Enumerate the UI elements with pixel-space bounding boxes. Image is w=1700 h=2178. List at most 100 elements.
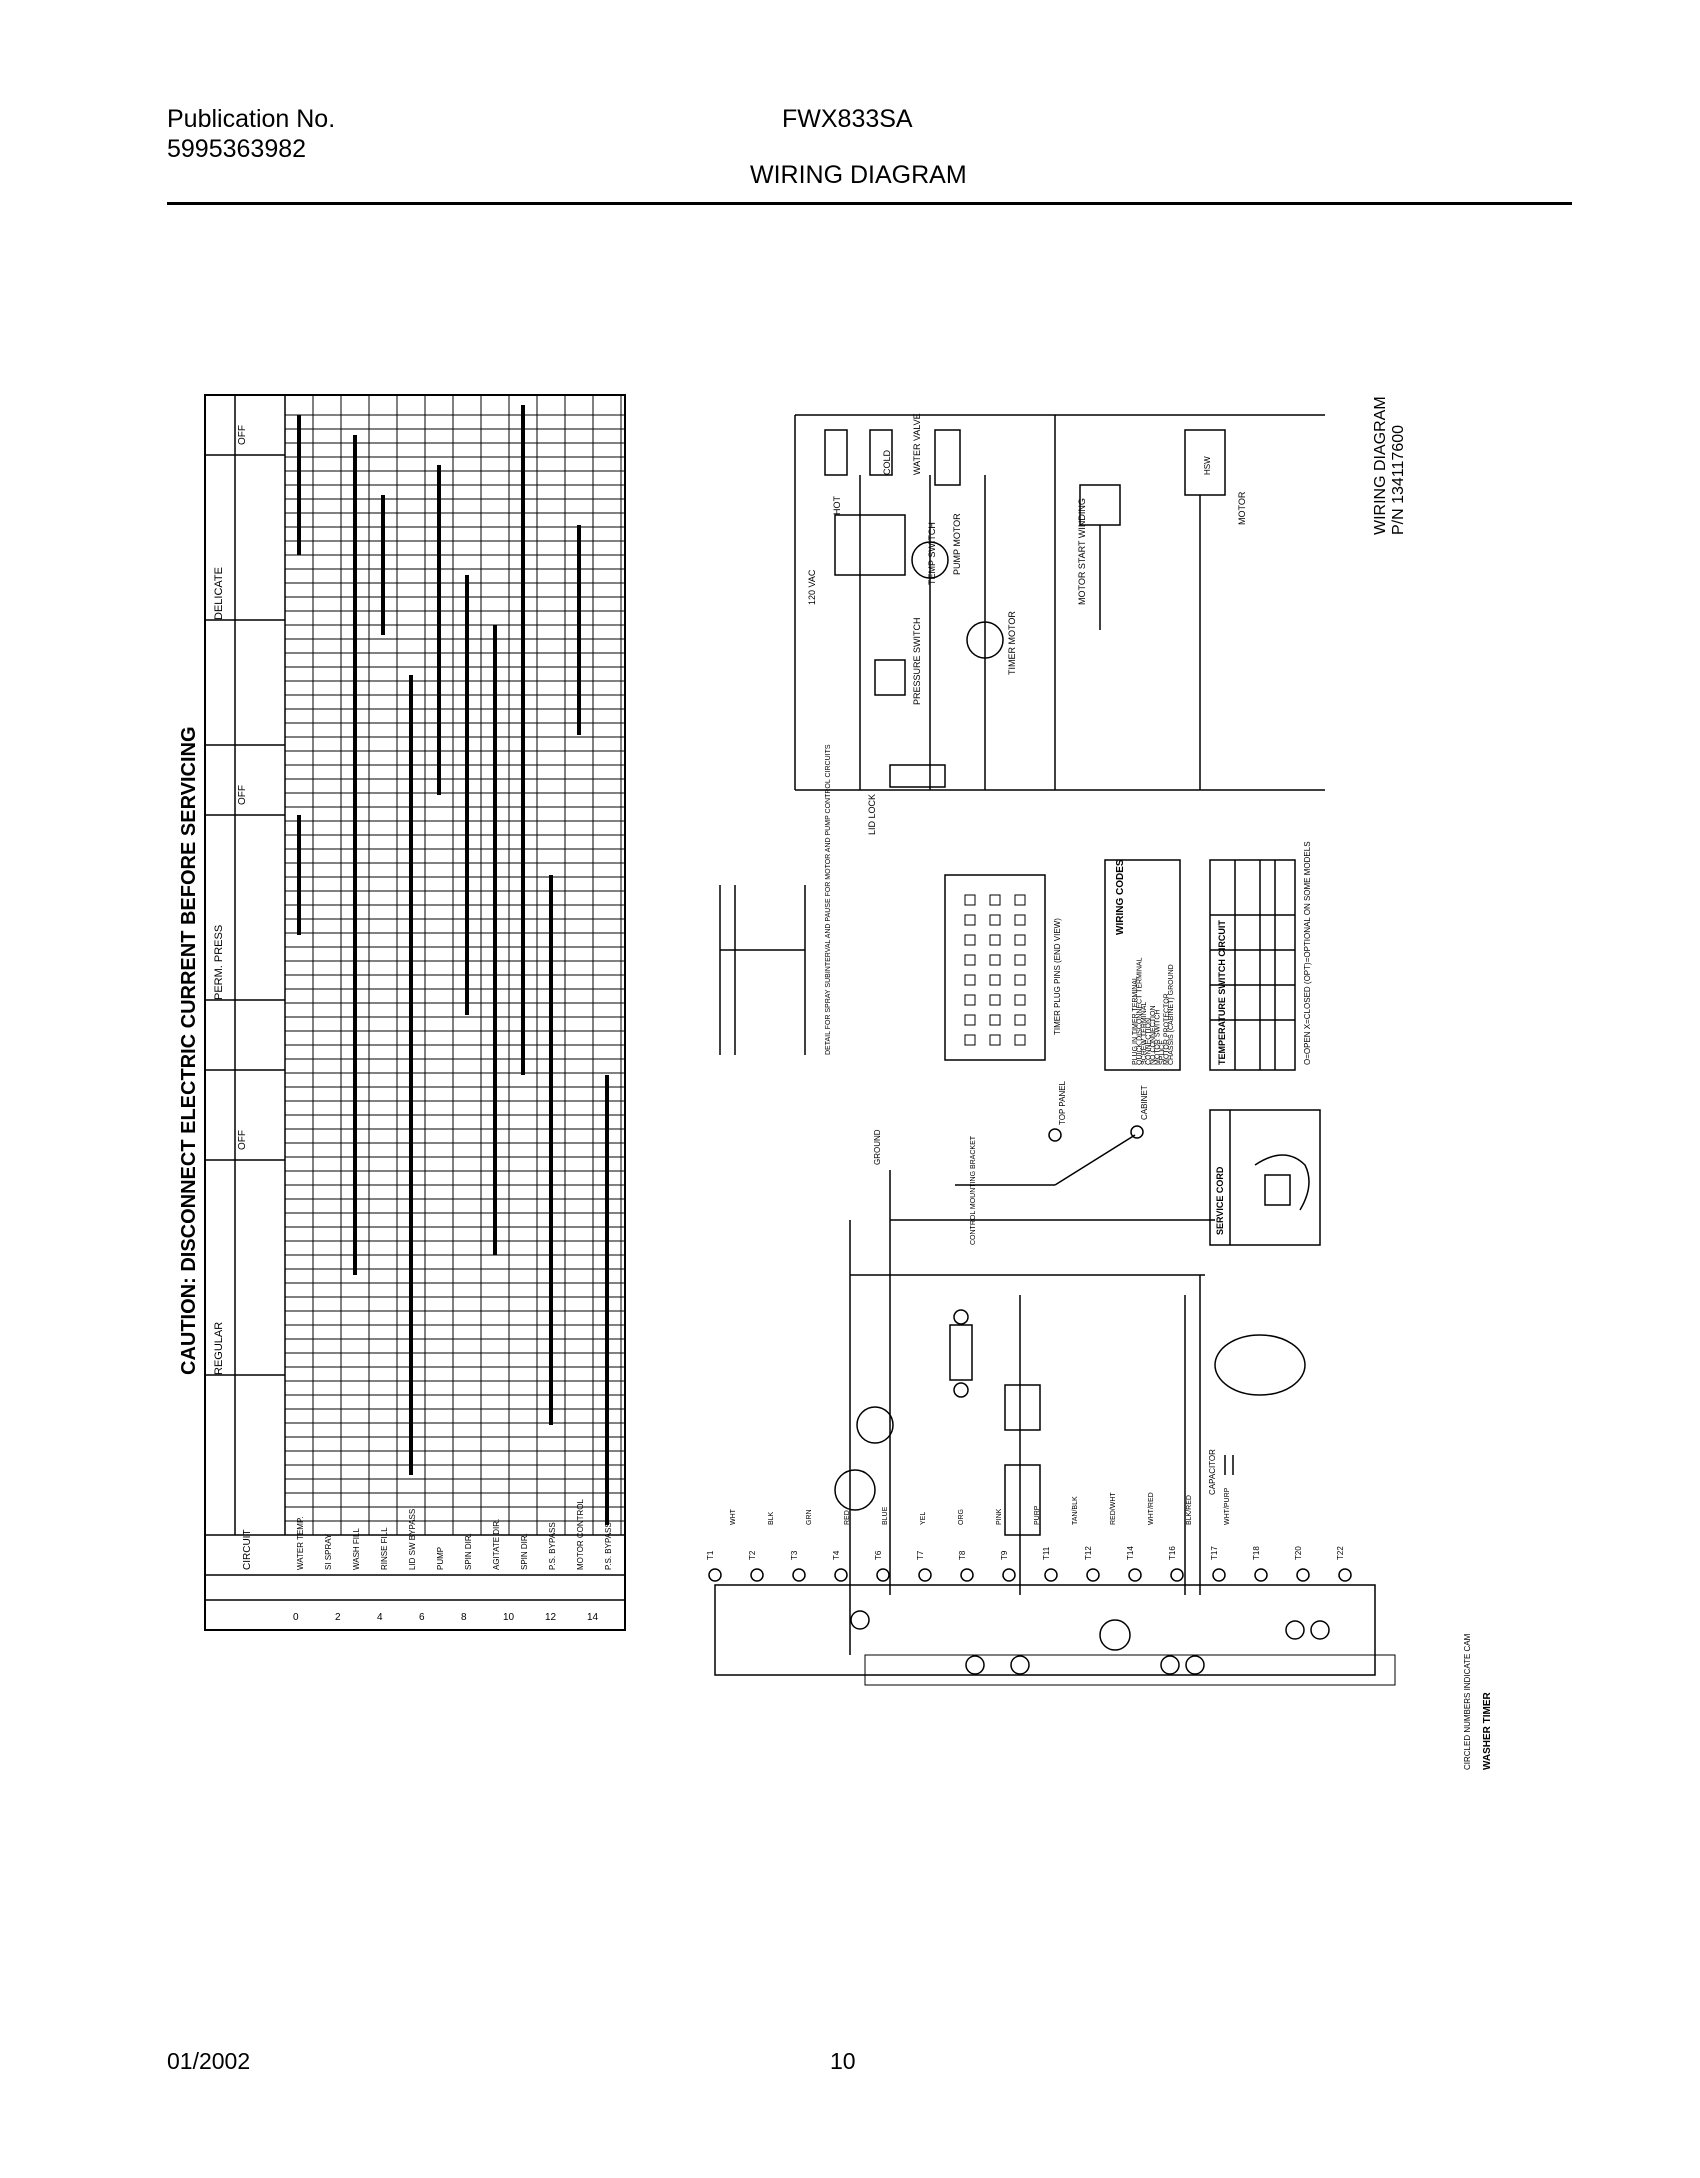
page-title: WIRING DIAGRAM (750, 161, 967, 189)
cold-label: COLD (882, 449, 892, 475)
off-1: OFF (237, 425, 248, 445)
wire-color-label: WHT/RED (1148, 1492, 1155, 1525)
circuit-label: LID SW BYPASS (408, 1509, 417, 1570)
timer-pin (989, 894, 1001, 906)
timer-pin (1014, 1034, 1026, 1046)
timer-terminal (1338, 1568, 1352, 1582)
timing-chart (204, 394, 626, 1631)
terminal-label: T11 (1042, 1546, 1051, 1560)
circuit-header: CIRCUIT (242, 1529, 253, 1570)
circuit-label: SI SPRAY (324, 1533, 333, 1570)
cycle-delicate: DELICATE (213, 567, 225, 620)
cabinet-label: CABINET (1140, 1085, 1149, 1120)
timer-pin (989, 914, 1001, 926)
publication-label: Publication No. (167, 105, 336, 133)
terminal-label: T18 (1252, 1546, 1261, 1560)
header-rule (167, 202, 1572, 205)
wire-color-label: GRN (806, 1509, 813, 1525)
wire-color-label: TAN/BLK (1072, 1496, 1079, 1525)
timer-pin (964, 914, 976, 926)
terminal-label: T2 (748, 1550, 757, 1560)
timer-pin (989, 1014, 1001, 1026)
timer-pin (1014, 894, 1026, 906)
pictorial-schematic (708, 1125, 1396, 1686)
wire-color-label: RED/WHT (1110, 1492, 1117, 1525)
terminal-label: T22 (1336, 1546, 1345, 1560)
part-label: WIRING DIAGRAM (1372, 396, 1389, 535)
timer-terminal (1254, 1568, 1268, 1582)
wiring-codes-title: WIRING CODES (1115, 859, 1126, 935)
cam-number: 12 (545, 1612, 557, 1623)
footer-date: 01/2002 (167, 2048, 251, 2074)
terminal-label: T3 (790, 1550, 799, 1560)
circuit-label: WASH FILL (352, 1528, 361, 1570)
timer-pin (964, 894, 976, 906)
off-2: OFF (237, 785, 248, 805)
wire-color-label: BLK/RED (1186, 1495, 1193, 1525)
wiring-code-item: QUICK DISCONNECT TERMINAL (1137, 957, 1144, 1065)
terminal-label: T16 (1168, 1546, 1177, 1560)
temp-table-title: TEMPERATURE SWITCH CIRCUIT (1217, 920, 1227, 1065)
wiring-code-item: MOTOR SWITCH (1155, 1010, 1162, 1065)
service-cord-box (1209, 1109, 1321, 1246)
wire-color-label: YEL (920, 1512, 927, 1525)
terminal-label: T14 (1126, 1546, 1135, 1560)
wiring-code-item: CONNECTION (1146, 1018, 1153, 1065)
timer-note: CIRCLED NUMBERS INDICATE CAM (1463, 1633, 1472, 1770)
line-schematic (794, 414, 1325, 791)
start-winding-label: MOTOR START WINDING (1077, 498, 1087, 605)
model-number: FWX833SA (782, 105, 913, 133)
timer-pin (989, 974, 1001, 986)
cycle-perm-press: PERM. PRESS (213, 925, 225, 1000)
timer-terminal (792, 1568, 806, 1582)
timer-terminal (1128, 1568, 1142, 1582)
cam-number: 0 (293, 1612, 299, 1623)
timer-terminal (708, 1568, 722, 1582)
timer-pin (1014, 994, 1026, 1006)
control-bracket-label: CONTROL MOUNTING BRACKET (970, 1135, 977, 1245)
terminal-label: T12 (1084, 1546, 1093, 1560)
circuit-label: MOTOR CONTROL (576, 1498, 585, 1570)
terminal-label: T7 (916, 1550, 925, 1560)
part-number: P/N 134117600 (1390, 425, 1407, 535)
timer-pin (964, 954, 976, 966)
timer-terminal (1296, 1568, 1310, 1582)
terminal-label: T20 (1294, 1546, 1303, 1560)
service-cord-label: SERVICE CORD (1215, 1166, 1225, 1235)
pressure-switch-label: PRESSURE SWITCH (912, 617, 922, 705)
timer-pin (1014, 974, 1026, 986)
hsw-label: HSW (1203, 456, 1212, 475)
circuit-label: WATER TEMP. (296, 1517, 305, 1571)
lid-lock-label: LID LOCK (867, 794, 877, 835)
terminal-label: T9 (1000, 1550, 1009, 1560)
wiring-code-item: MOTOR PROTECTOR (1164, 993, 1171, 1065)
motor-label: MOTOR (1237, 491, 1247, 525)
wiring-code-item: PLUG IN TIMER TERMINAL (1132, 976, 1139, 1065)
timer-pin (1014, 934, 1026, 946)
timer-terminal (1212, 1568, 1226, 1582)
timer-pin (989, 954, 1001, 966)
wire-color-label: WHT/PURP (1224, 1487, 1231, 1525)
timer-terminal (1044, 1568, 1058, 1582)
hot-label: HOT (832, 496, 842, 516)
publication-number: 5995363982 (167, 135, 307, 163)
cam-number: 4 (377, 1612, 383, 1623)
ground-label: GROUND (873, 1129, 882, 1165)
timer-terminal (834, 1568, 848, 1582)
wire-color-label: RED (844, 1510, 851, 1525)
wire-color-label: BLUE (882, 1506, 889, 1525)
temp-switch-label: TEMP SWITCH (927, 522, 937, 585)
wiring-code-item: SPLICE (1159, 1040, 1166, 1065)
timer-plug-pins (944, 874, 1046, 1061)
timer-pin (1014, 1014, 1026, 1026)
timer-pin (1014, 914, 1026, 926)
cam-number: 14 (587, 1612, 599, 1623)
timer-terminal (1170, 1568, 1184, 1582)
timer-pin (964, 1034, 976, 1046)
timer-pin (964, 974, 976, 986)
timer-motor-label: TIMER MOTOR (1007, 611, 1017, 675)
timer-pin (964, 934, 976, 946)
caution-text: CAUTION: DISCONNECT ELECTRIC CURRENT BEF… (178, 726, 200, 1375)
volts-label: 120 VAC (807, 569, 817, 605)
wiring-codes-box (1104, 859, 1181, 1071)
